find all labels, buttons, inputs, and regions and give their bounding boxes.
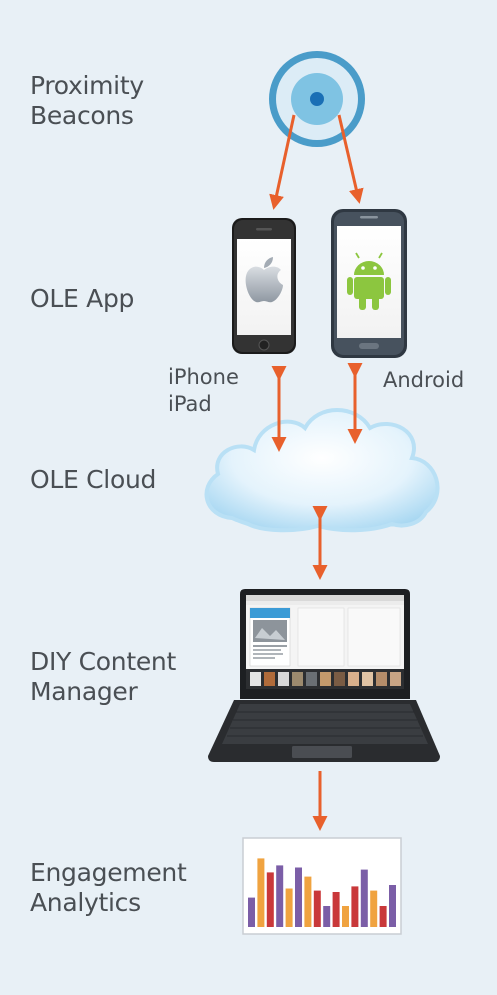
label-proximity-beacons: Proximity Beacons bbox=[30, 71, 144, 130]
android-robot-icon bbox=[347, 252, 391, 310]
bar-chart-bars bbox=[248, 858, 396, 927]
bar-6 bbox=[304, 876, 312, 927]
bar-12 bbox=[360, 869, 368, 927]
bar-13 bbox=[370, 890, 378, 927]
bar-10 bbox=[342, 906, 349, 927]
bar-8 bbox=[323, 906, 331, 927]
bar-14 bbox=[379, 906, 387, 927]
bar-3 bbox=[276, 865, 284, 927]
beacon-icon bbox=[269, 51, 365, 147]
bar-chart-icon bbox=[242, 837, 402, 935]
label-android: Android bbox=[383, 368, 465, 392]
android-phone-icon bbox=[331, 209, 407, 358]
bar-5 bbox=[295, 867, 302, 927]
bar-1 bbox=[257, 858, 265, 927]
bar-4 bbox=[285, 888, 293, 927]
arrow-beacon-to-iphone bbox=[269, 114, 296, 210]
label-ole-cloud: OLE Cloud bbox=[30, 465, 157, 494]
arrow-beacon-to-android bbox=[337, 114, 364, 204]
label-ole-app: OLE App bbox=[30, 284, 135, 313]
cloud-icon bbox=[204, 408, 440, 533]
label-engagement-analytics: Engagement Analytics bbox=[30, 858, 187, 917]
laptop-icon bbox=[208, 589, 440, 762]
bar-15 bbox=[389, 885, 396, 927]
bar-7 bbox=[313, 890, 321, 927]
apple-logo-icon bbox=[245, 257, 283, 303]
bar-2 bbox=[266, 872, 274, 927]
iphone-icon bbox=[232, 218, 296, 354]
label-diy-content-manager: DIY Content Manager bbox=[30, 647, 176, 706]
bar-11 bbox=[351, 886, 359, 927]
bar-0 bbox=[248, 897, 255, 927]
bar-9 bbox=[332, 892, 340, 927]
label-ios-devices: iPhone iPad bbox=[168, 365, 239, 416]
